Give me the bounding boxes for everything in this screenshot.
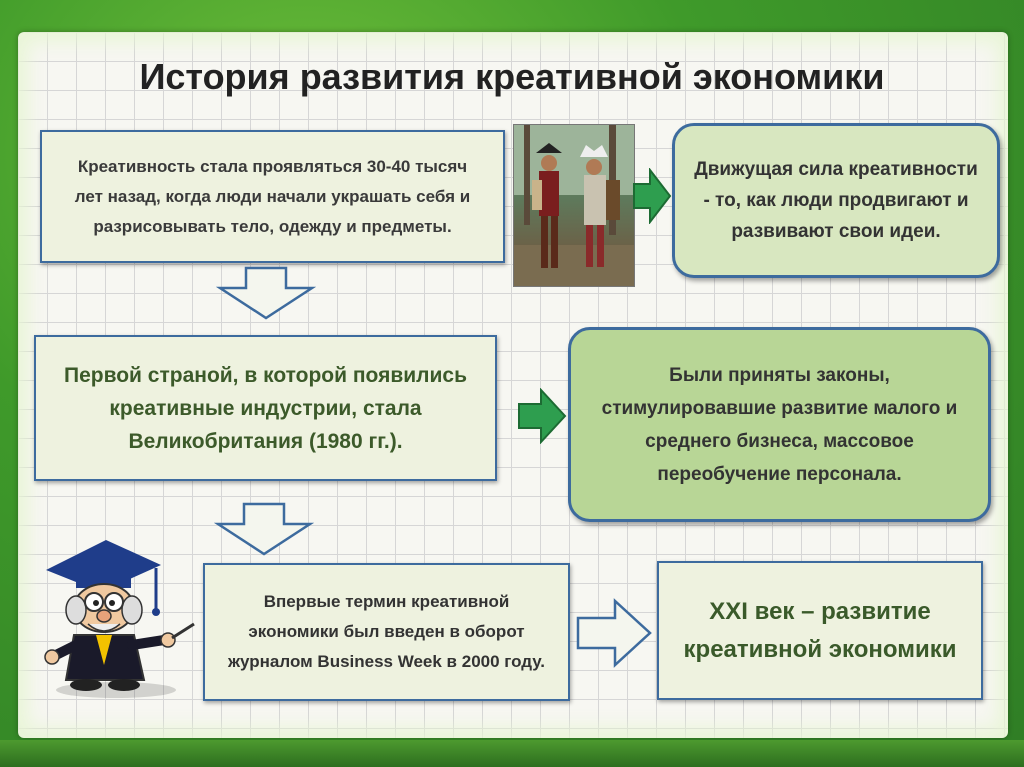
xxi-century-text: XXI век – развитие креативной экономики <box>683 597 957 663</box>
down-arrow-icon <box>214 502 314 556</box>
laws-box: Были приняты законы, стимулировавшие раз… <box>568 327 991 522</box>
first-country-box: Первой страной, в которой появились креа… <box>34 335 497 481</box>
page-title: История развития креативной экономики <box>139 56 885 97</box>
outline-arrow-right-icon <box>576 598 652 668</box>
driving-force-text: Движущая сила креативности - то, как люд… <box>694 159 978 242</box>
origin-box: Креативность стала проявляться 30-40 тыс… <box>40 130 505 263</box>
driving-force-box: Движущая сила креативности - то, как люд… <box>672 123 1000 278</box>
green-arrow-right-icon <box>518 388 567 444</box>
green-arrow-right-icon <box>633 168 672 224</box>
down-arrow-icon <box>216 266 316 320</box>
first-country-text: Первой страной, в которой появились креа… <box>63 363 468 453</box>
origin-text: Креативность стала проявляться 30-40 тыс… <box>74 156 471 236</box>
xxi-century-box: XXI век – развитие креативной экономики <box>657 561 983 700</box>
native-people-photo <box>513 124 635 287</box>
term-text: Впервые термин креативной экономики был … <box>228 592 545 671</box>
term-box: Впервые термин креативной экономики был … <box>203 563 570 701</box>
bottom-band <box>0 740 1024 767</box>
professor-cartoon-icon <box>44 540 195 698</box>
laws-text: Были приняты законы, стимулировавшие раз… <box>601 364 958 485</box>
